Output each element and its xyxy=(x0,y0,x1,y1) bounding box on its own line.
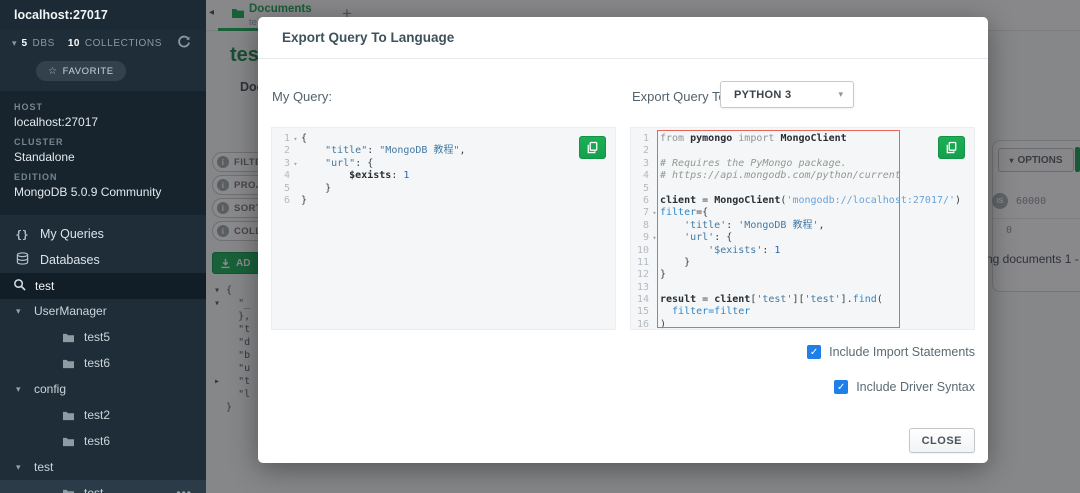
sidebar-db-item[interactable]: ▾ UserManager xyxy=(0,298,206,324)
copy-python-button[interactable] xyxy=(938,136,965,159)
favorite-button[interactable]: ☆ FAVORITE xyxy=(36,61,126,81)
sidebar-collection-item[interactable]: test6 xyxy=(0,428,206,454)
search-value: test xyxy=(35,279,55,293)
export-to-label: Export Query To: xyxy=(632,89,730,104)
my-queries-label: My Queries xyxy=(40,227,104,241)
connection-info-panel: HOST localhost:27017 CLUSTER Standalone … xyxy=(0,91,206,215)
search-icon xyxy=(13,278,26,294)
tree-item-label: test xyxy=(34,460,54,474)
sidebar: localhost:27017 ▾ 5 DBS 10 COLLECTIONS ☆… xyxy=(0,0,206,493)
dbs-count: 5 xyxy=(21,37,28,49)
my-query-label: My Query: xyxy=(272,89,332,104)
host-value: localhost:27017 xyxy=(14,115,99,129)
caret-down-icon[interactable]: ▾ xyxy=(16,305,21,316)
collections-count: 10 xyxy=(67,37,80,49)
dbs-label: DBS xyxy=(32,37,55,49)
databases-label: Databases xyxy=(40,253,100,267)
braces-icon: {} xyxy=(15,227,29,241)
sidebar-counts-row: ▾ 5 DBS 10 COLLECTIONS xyxy=(0,30,206,56)
tree-item-label: test xyxy=(84,486,104,493)
cluster-value: Standalone xyxy=(14,150,75,164)
sidebar-item-my-queries[interactable]: {} My Queries xyxy=(0,221,206,247)
folder-icon xyxy=(62,410,75,421)
edition-value: MongoDB 5.0.9 Community xyxy=(14,185,162,199)
sidebar-db-item[interactable]: ▾ config xyxy=(0,376,206,402)
refresh-icon[interactable] xyxy=(176,34,192,50)
folder-icon xyxy=(62,436,75,447)
collections-label: COLLECTIONS xyxy=(84,37,162,49)
sidebar-collection-item[interactable]: test5 xyxy=(0,324,206,350)
my-query-code-block: 1▾{2 "title": "MongoDB 教程",3▾ "url": {4 … xyxy=(271,127,616,330)
copy-icon xyxy=(587,141,598,154)
modal-header: Export Query To Language xyxy=(258,17,988,59)
tree-item-label: config xyxy=(34,382,67,396)
sidebar-collection-item[interactable]: test2 xyxy=(0,402,206,428)
database-stack-icon xyxy=(13,252,31,268)
cluster-label: CLUSTER xyxy=(14,137,64,147)
close-button[interactable]: CLOSE xyxy=(908,428,975,453)
caret-down-icon[interactable]: ▾ xyxy=(16,383,21,394)
folder-icon xyxy=(62,332,75,343)
include-imports-checkbox[interactable]: ✓ xyxy=(807,345,822,359)
collection-tree: ▾ UserManager test5 test6 ▾ config test2 test6 ▾… xyxy=(0,298,206,493)
include-driver-row: ✓ Include Driver Syntax xyxy=(834,380,975,394)
my-query-code: 1▾{2 "title": "MongoDB 教程",3▾ "url": {4 … xyxy=(283,133,466,206)
include-driver-checkbox[interactable]: ✓ xyxy=(834,380,849,394)
copy-query-button[interactable] xyxy=(579,136,606,159)
connection-title: localhost:27017 xyxy=(0,0,206,30)
include-imports-row: ✓ Include Import Statements xyxy=(807,345,975,359)
item-menu-icon[interactable]: ••• xyxy=(176,486,192,493)
include-driver-label: Include Driver Syntax xyxy=(856,380,975,394)
include-imports-label: Include Import Statements xyxy=(829,345,975,359)
tree-item-label: test6 xyxy=(84,434,111,448)
tree-item-label: test2 xyxy=(84,408,111,422)
tree-item-label: test5 xyxy=(84,330,111,344)
sidebar-collection-item[interactable]: test6 xyxy=(0,350,206,376)
tree-item-label: test6 xyxy=(84,356,111,370)
export-query-modal: Export Query To Language My Query: Expor… xyxy=(258,17,988,463)
tree-item-label: UserManager xyxy=(34,304,107,318)
host-label: HOST xyxy=(14,102,44,112)
favorite-label: FAVORITE xyxy=(62,65,114,77)
language-selected-value: PYTHON 3 xyxy=(734,88,792,101)
folder-icon xyxy=(62,358,75,369)
star-icon: ☆ xyxy=(48,65,58,77)
chevron-down-icon: ▾ xyxy=(838,89,843,99)
language-select[interactable]: PYTHON 3 ▾ xyxy=(720,81,854,108)
caret-down-icon[interactable]: ▾ xyxy=(16,461,21,472)
sidebar-db-item[interactable]: ▾ test xyxy=(0,454,206,480)
copy-icon xyxy=(946,141,957,154)
folder-icon xyxy=(62,488,75,493)
modal-title: Export Query To Language xyxy=(282,30,455,45)
sidebar-search-input[interactable]: test xyxy=(0,273,206,299)
sidebar-collection-item[interactable]: test ••• xyxy=(0,480,206,493)
chevron-down-icon[interactable]: ▾ xyxy=(12,37,17,48)
sidebar-item-databases[interactable]: Databases xyxy=(0,247,206,273)
edition-label: EDITION xyxy=(14,172,58,182)
